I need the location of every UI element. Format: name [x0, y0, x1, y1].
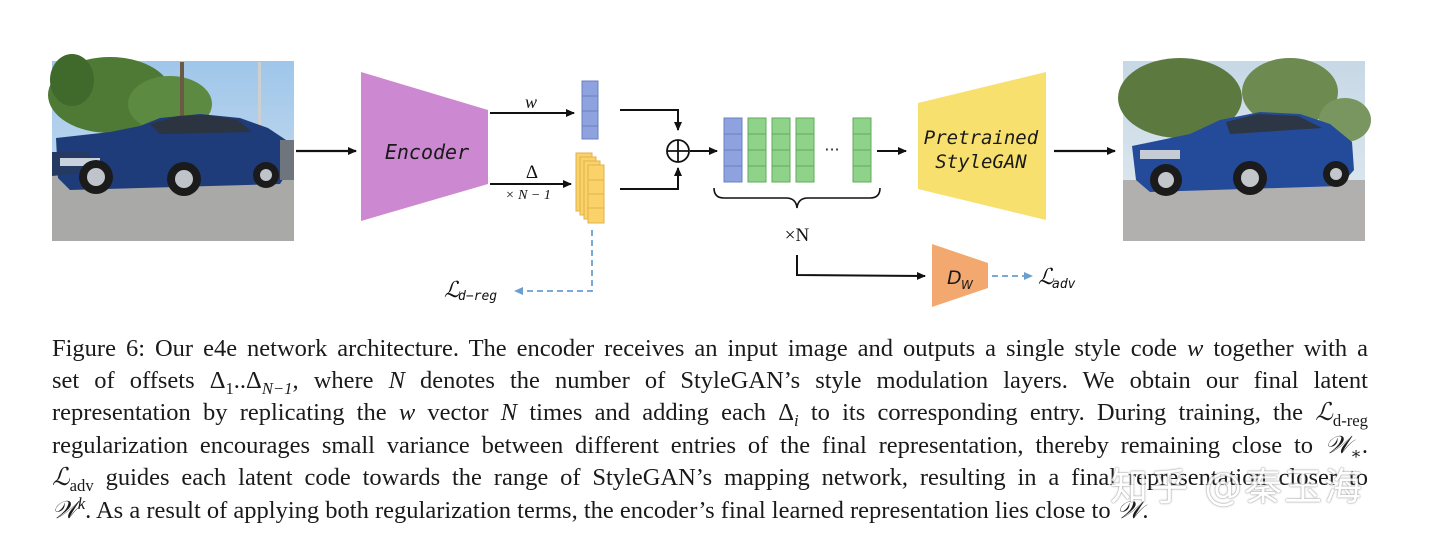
generator-label-line1: Pretrained [924, 127, 1039, 149]
arrow-w-to-sum [620, 109, 682, 131]
caption-line-3: representation by replicating the w vect… [52, 397, 1369, 431]
generator-label-line2: StyleGAN [935, 151, 1027, 173]
caption-line-2: set of offsets Δ1..ΔN−1, where N denotes… [52, 366, 1368, 398]
loss-dreg-symbol: ℒ [444, 278, 461, 303]
output-car-image [1118, 58, 1371, 241]
discriminator-label: D [947, 267, 962, 289]
brace-label: ×N [785, 225, 810, 246]
e4e-architecture-diagram: Encoder w Δ × N − 1 [48, 54, 1371, 307]
encoder-block: Encoder [361, 72, 488, 221]
figure-caption: Figure 6: Our e4e network architecture. … [52, 333, 1368, 527]
loss-adv-sub: adv [1052, 277, 1076, 292]
latent-codes: ··· [723, 117, 872, 183]
caption-line-4: regularization encourages small variance… [52, 429, 1368, 463]
arrow-to-discriminator [796, 255, 926, 280]
encoder-label: Encoder [385, 140, 469, 164]
latent-ellipsis: ··· [824, 140, 839, 159]
caption-line-6: 𝒲k. As a result of applying both regular… [52, 493, 1149, 524]
caption-line-5: ℒadv guides each latent code towards the… [52, 462, 1368, 496]
loss-adv-symbol: ℒ [1038, 265, 1055, 290]
stylegan-generator-block: Pretrained StyleGAN [918, 72, 1046, 220]
w-code-vector [581, 80, 599, 140]
input-car-image [48, 54, 294, 241]
replication-brace [713, 187, 881, 209]
discriminator-sub: W [961, 278, 974, 292]
delta-offsets-stack [575, 152, 605, 224]
sum-operator [666, 139, 690, 163]
zhihu-watermark: 知乎 @秦玉海 [1110, 465, 1365, 509]
loss-dreg-sub: d−reg [458, 289, 497, 304]
delta-count-label: × N − 1 [505, 188, 551, 203]
caption-line-1: Figure 6: Our e4e network architecture. … [52, 335, 1369, 362]
discriminator-block: D W [932, 244, 988, 307]
w-label: w [525, 92, 537, 112]
arrow-delta-to-sum [620, 167, 682, 190]
delta-label: Δ [526, 162, 538, 183]
dashed-arrow-dreg [514, 230, 593, 295]
